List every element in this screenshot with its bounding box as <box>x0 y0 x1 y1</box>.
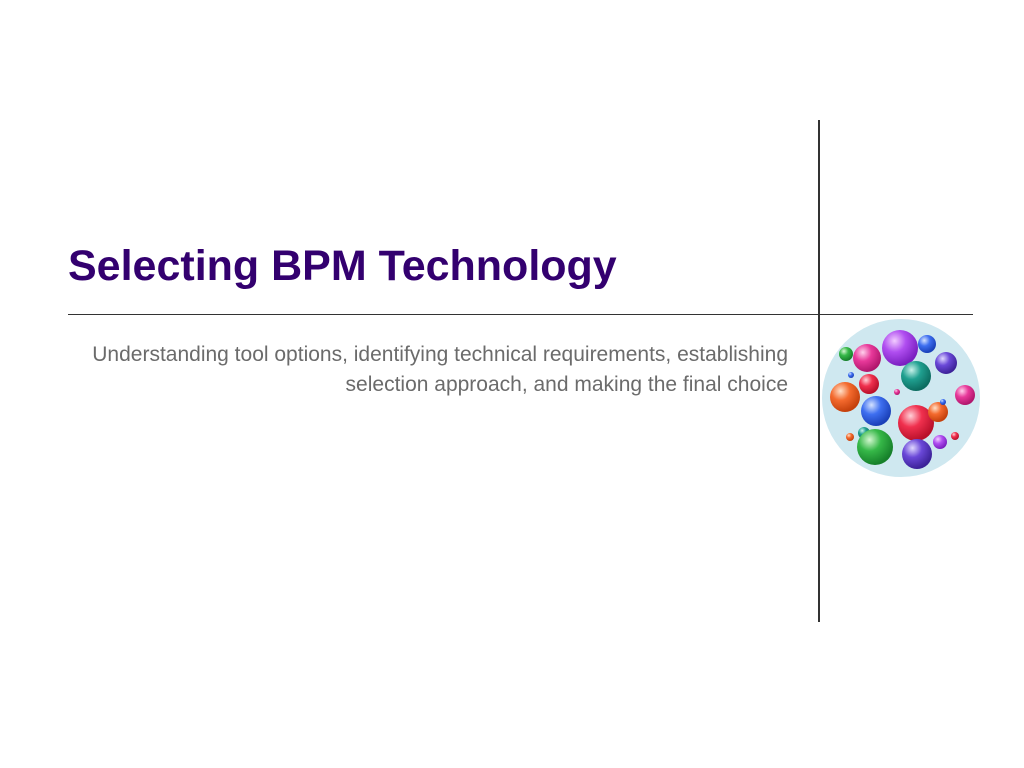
horizontal-divider <box>68 314 973 315</box>
slide-subtitle: Understanding tool options, identifying … <box>92 343 788 396</box>
slide-title: Selecting BPM Technology <box>68 242 617 290</box>
colorful-bubbles-circle-icon <box>822 319 980 477</box>
vertical-divider <box>818 120 820 622</box>
